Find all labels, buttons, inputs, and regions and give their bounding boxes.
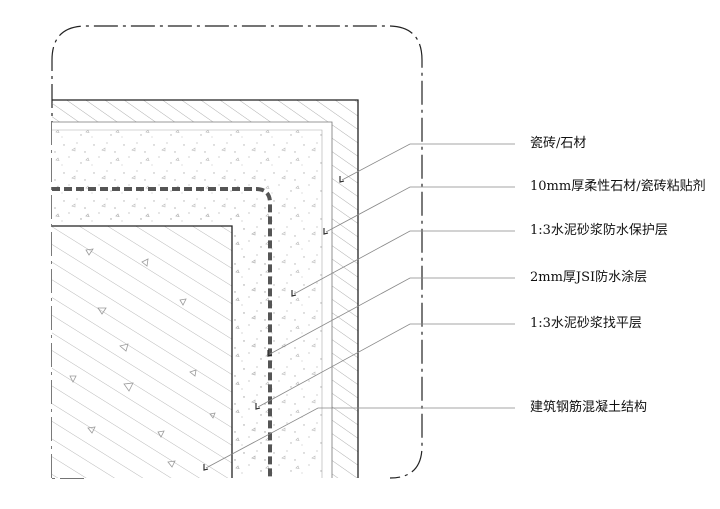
tile-inner-edge (52, 121, 333, 478)
label-waterproof-coating: 2mm厚JSI防水涂层 (530, 270, 648, 285)
leader-leveling (257, 323, 515, 408)
concrete-aggregate (69, 248, 216, 468)
label-adhesive: 10mm厚柔性石材/瓷砖粘贴剂 (530, 179, 706, 194)
leader-protection (293, 230, 515, 295)
label-tile-stone: 瓷砖/石材 (530, 136, 587, 151)
leader-membrane (269, 277, 515, 355)
leader-ticks (203, 176, 345, 471)
adhesive-inner-edge (52, 129, 323, 478)
leader-tile (341, 143, 515, 181)
label-leveling-mortar: 1:3水泥砂浆找平层 (530, 316, 642, 331)
concrete-edge (52, 225, 233, 478)
detail-boundary (51, 25, 423, 479)
concrete-hatch (52, 226, 232, 478)
leader-adhesive (325, 186, 515, 233)
label-concrete-structure: 建筑钢筋混凝土结构 (530, 400, 648, 415)
label-protection-mortar: 1:3水泥砂浆防水保护层 (530, 223, 668, 238)
leader-lines (205, 143, 515, 469)
waterproof-membrane (52, 187, 272, 478)
leader-concrete (205, 407, 515, 469)
